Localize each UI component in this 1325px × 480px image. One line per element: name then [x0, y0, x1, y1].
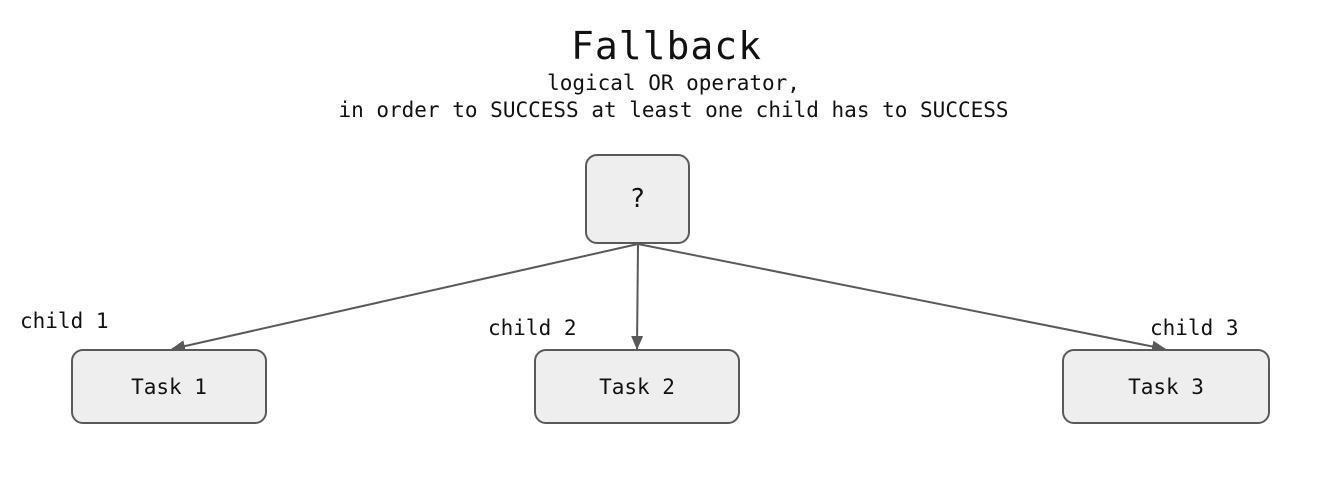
diagram-subtitle-line-2: in order to SUCCESS at least one child h… [338, 98, 1009, 122]
edge-label-child-3: child 3 [1150, 316, 1239, 340]
fallback-node: ? [585, 154, 690, 244]
diagram-title: Fallback [570, 24, 763, 68]
fallback-node-label: ? [629, 184, 646, 214]
diagram-subtitle-line-1: logical OR operator, [547, 71, 800, 95]
task-1-node: Task 1 [71, 349, 267, 424]
task-3-node: Task 3 [1062, 349, 1270, 424]
edge-root-to-task-3 [637, 243, 1166, 353]
edge-root-to-task-1 [171, 243, 639, 352]
task-1-label: Task 1 [131, 374, 207, 399]
task-3-label: Task 3 [1128, 374, 1204, 399]
edge-label-child-1: child 1 [20, 309, 109, 333]
task-2-node: Task 2 [534, 349, 740, 424]
edge-root-to-task-2 [631, 243, 644, 350]
task-2-label: Task 2 [599, 374, 675, 399]
edge-label-child-2: child 2 [488, 316, 577, 340]
